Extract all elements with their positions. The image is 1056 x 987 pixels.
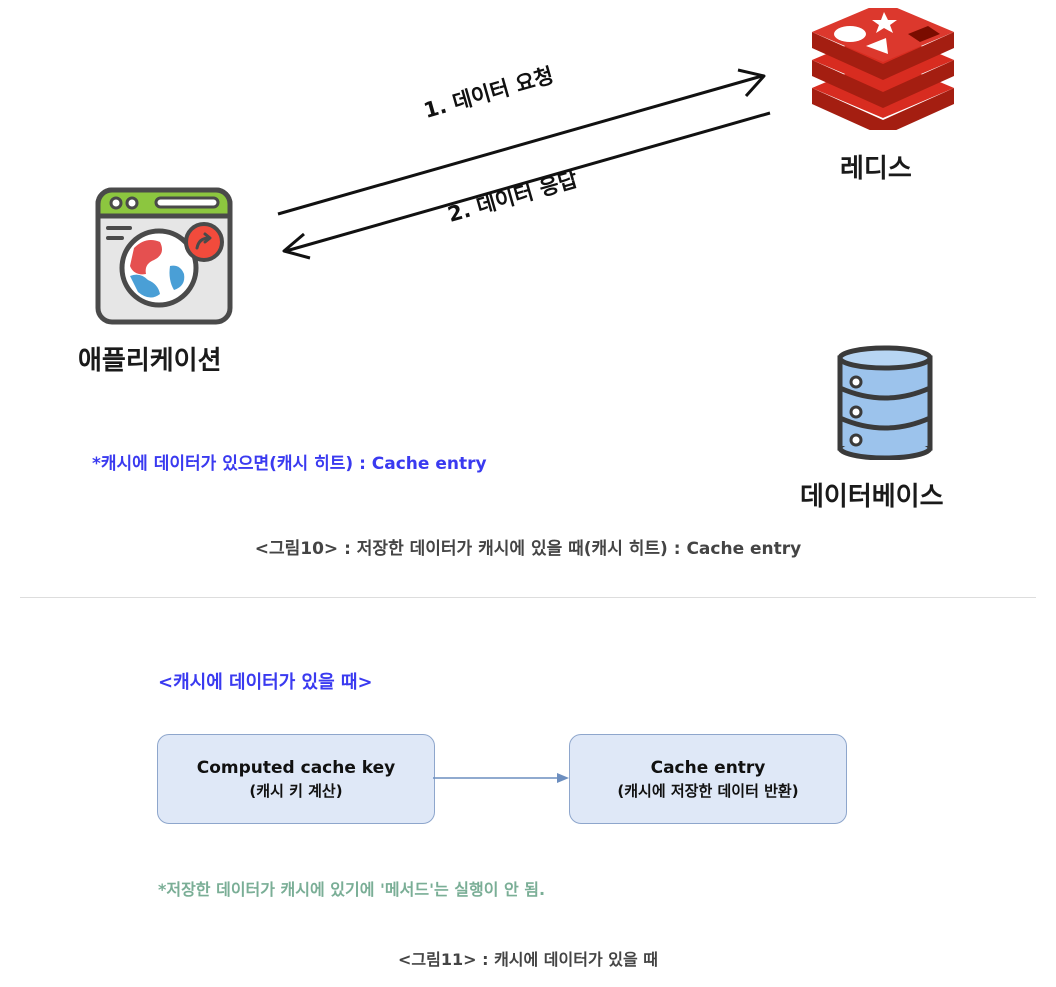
flow-arrow xyxy=(433,773,569,783)
section-divider xyxy=(20,597,1036,598)
application-browser-globe-icon xyxy=(95,187,233,325)
computed-cache-key-subtitle: (캐시 키 계산) xyxy=(249,781,343,800)
database-icon xyxy=(837,345,933,460)
redis-label: 레디스 xyxy=(840,154,912,184)
request-arrow xyxy=(277,68,766,216)
cache-hit-note: *캐시에 데이터가 있으면(캐시 히트) : Cache entry xyxy=(92,454,487,474)
database-label: 데이터베이스 xyxy=(800,482,944,512)
computed-cache-key-title: Computed cache key xyxy=(196,757,396,778)
request-response-arrows xyxy=(277,68,771,260)
cache-entry-title: Cache entry xyxy=(650,757,766,778)
figure-11-caption: <그림11> : 캐시에 데이터가 있을 때 xyxy=(398,950,658,969)
application-label: 애플리케이션 xyxy=(78,346,222,376)
redis-logo-icon xyxy=(812,8,954,130)
figure-11-heading: <캐시에 데이터가 있을 때> xyxy=(158,672,373,693)
figure-10-caption: <그림10> : 저장한 데이터가 캐시에 있을 때(캐시 히트) : Cach… xyxy=(254,539,802,559)
response-arrow xyxy=(282,111,771,260)
cache-entry-subtitle: (캐시에 저장한 데이터 반환) xyxy=(617,781,799,800)
cache-entry-box: Cache entry (캐시에 저장한 데이터 반환) xyxy=(569,734,847,824)
method-not-executed-note: *저장한 데이터가 캐시에 있기에 '메서드'는 실행이 안 됨. xyxy=(158,880,546,899)
computed-cache-key-box: Computed cache key (캐시 키 계산) xyxy=(157,734,435,824)
